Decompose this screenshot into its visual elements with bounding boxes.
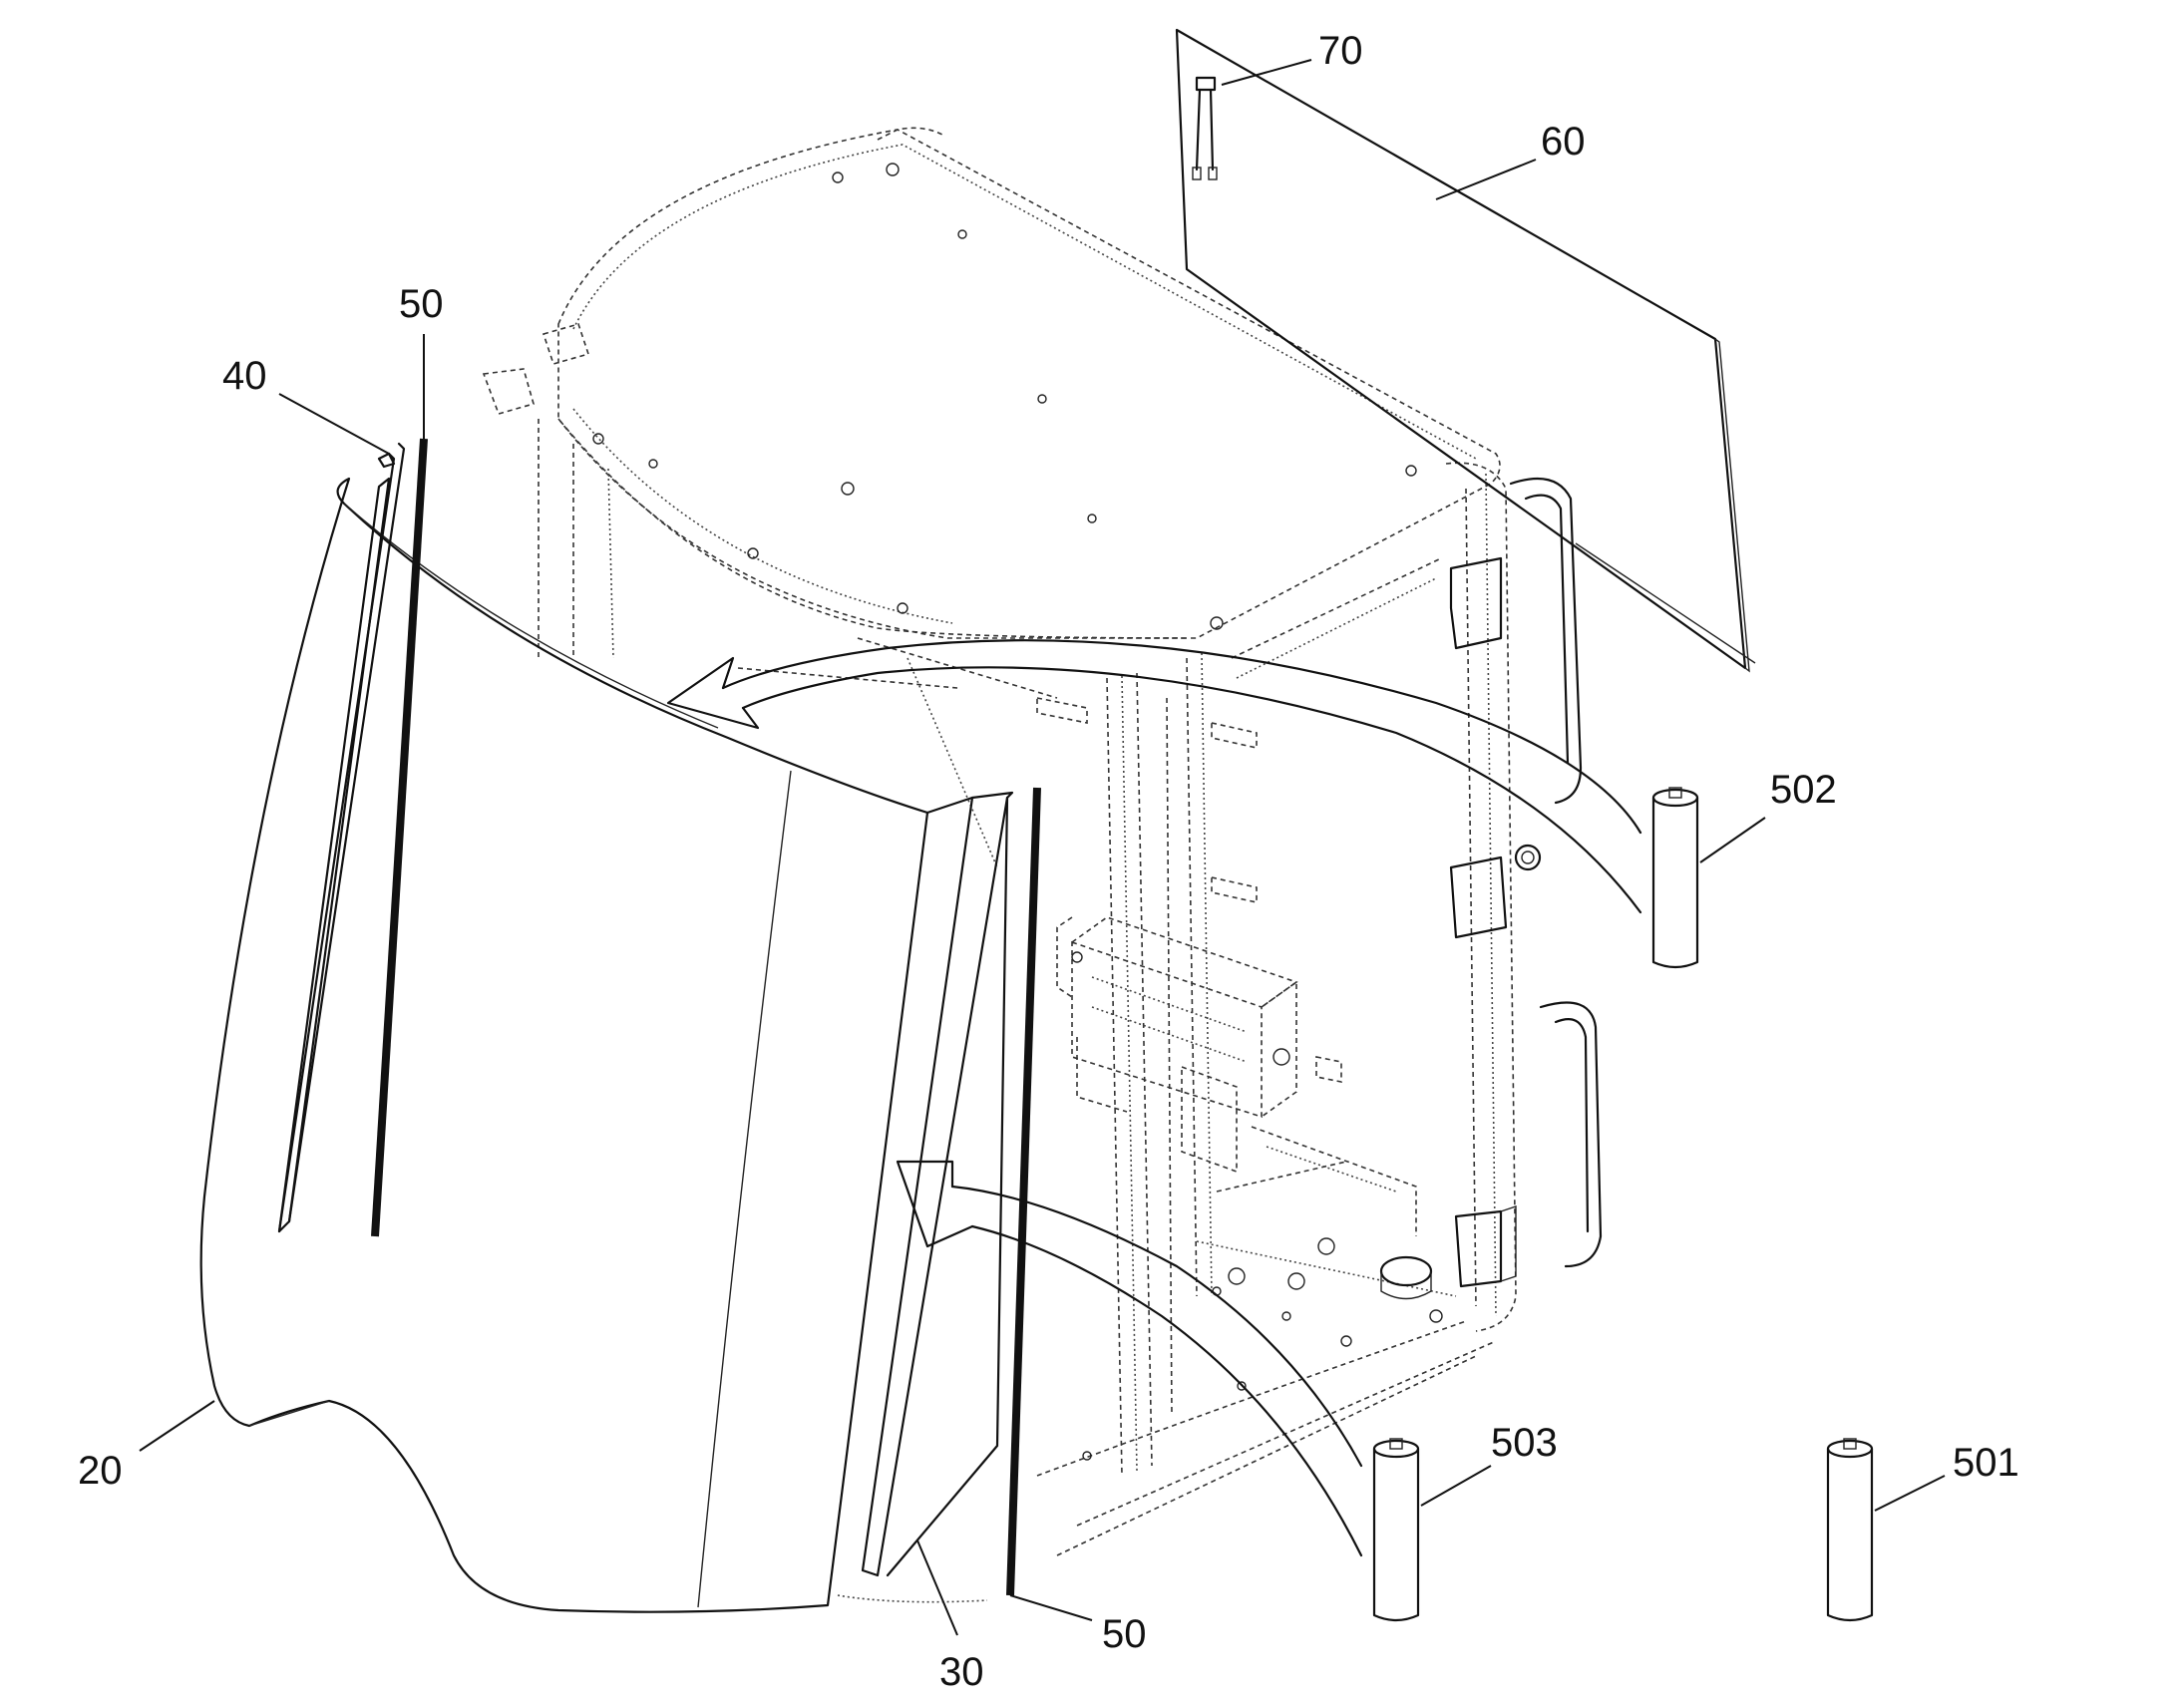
leader-30 (916, 1539, 958, 1636)
label-503: 503 (1491, 1421, 1558, 1465)
label-60: 60 (1541, 120, 1586, 164)
label-40: 40 (222, 354, 267, 398)
door-hinges (1449, 556, 1542, 1288)
leader-20 (139, 1400, 215, 1452)
label-30: 30 (939, 1650, 984, 1694)
reference-labels: 70 60 50 40 502 503 501 20 30 50 (78, 29, 2019, 1694)
leader-502 (1699, 817, 1766, 863)
cab-frame (482, 127, 1603, 1556)
internal-mechanism (1056, 916, 1417, 1236)
label-50-bottom: 50 (1102, 1612, 1147, 1656)
cylinder-503 (1372, 1438, 1420, 1622)
leader-503 (1420, 1465, 1492, 1507)
leader-70 (1221, 59, 1312, 86)
right-strip-50 (1006, 787, 1041, 1596)
label-501: 501 (1953, 1441, 2019, 1485)
post-brackets (1036, 697, 1342, 1083)
roof-bolts (592, 163, 1417, 630)
door-sweep-curve (837, 1594, 988, 1603)
rain-sensor (1192, 76, 1218, 180)
label-20: 20 (78, 1449, 123, 1493)
left-strip-50 (371, 438, 428, 1237)
left-seal-40b (277, 442, 406, 1233)
leader-50-bottom (1009, 1594, 1093, 1621)
leader-60 (1435, 159, 1537, 200)
leader-40 (278, 393, 390, 455)
label-70: 70 (1318, 29, 1363, 73)
leader-501 (1874, 1475, 1946, 1512)
floor-features (1082, 1237, 1443, 1461)
assembly-arrows (666, 639, 1642, 1557)
windshield (199, 477, 929, 1613)
leader-lines (139, 59, 1946, 1636)
cylinder-502 (1651, 787, 1699, 969)
grab-handles (1509, 477, 1603, 1268)
cylinder-501 (1826, 1438, 1874, 1622)
right-seal-30 (861, 791, 1014, 1577)
label-50-top: 50 (399, 282, 444, 326)
label-502: 502 (1770, 768, 1837, 812)
rear-glass-panel (1175, 28, 1756, 673)
